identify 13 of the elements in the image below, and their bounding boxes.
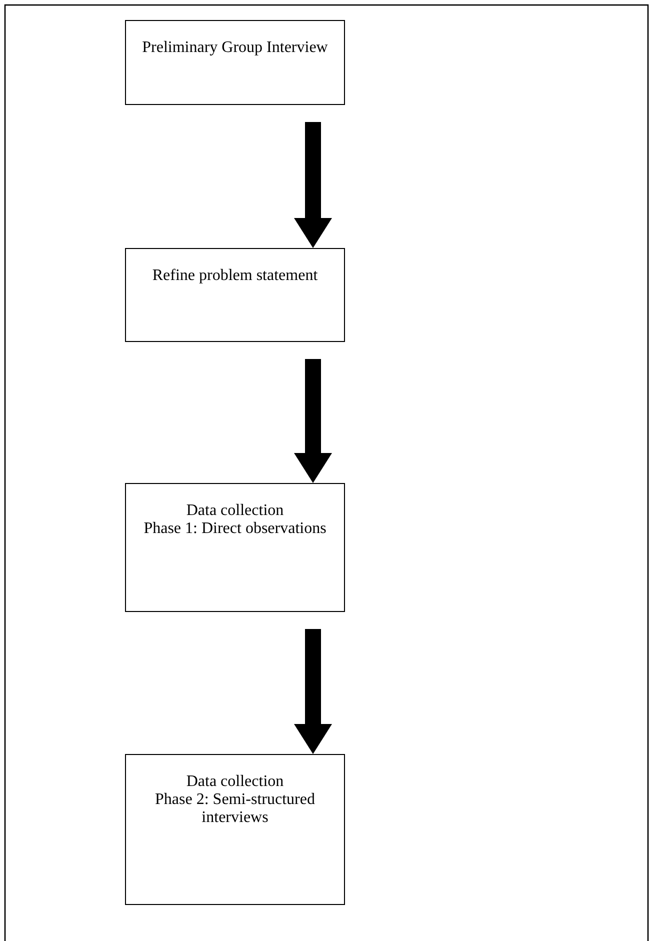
- process-box: [125, 20, 345, 105]
- box-text: Phase 1: Direct observations: [142, 520, 328, 538]
- arrow: [294, 122, 332, 248]
- box-text: Refine problem statement: [151, 267, 319, 285]
- box-text: Data collection: [185, 502, 285, 520]
- box-text: Preliminary Group Interview: [141, 39, 329, 57]
- box-text: Phase 2: Semi-structured interviews: [154, 791, 316, 827]
- box-text: Data collection: [185, 773, 285, 791]
- arrow: [294, 359, 332, 483]
- arrow: [294, 629, 332, 754]
- process-box: [125, 483, 345, 612]
- process-box: [125, 248, 345, 342]
- process-box: [125, 754, 345, 905]
